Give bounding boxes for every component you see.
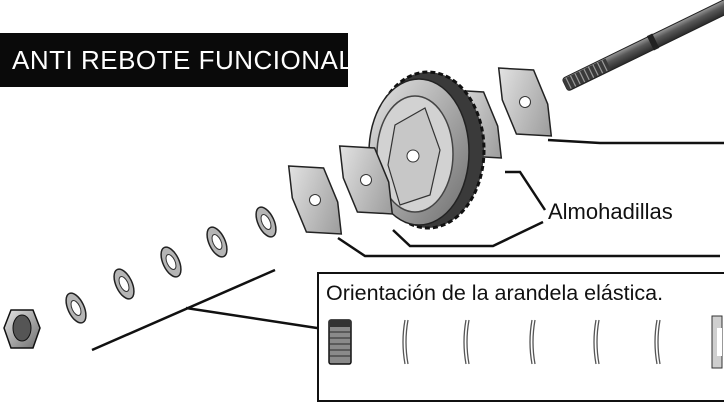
inset-nut-icon: [328, 319, 352, 365]
inset-spring-washer-icon: [529, 319, 536, 365]
inset-pad-edge-icon: [711, 315, 723, 369]
washer-icon: [65, 292, 87, 324]
inset-spring-washer-icon: [402, 319, 409, 365]
washer-orientation-inset: Orientación de la arandela elástica.: [317, 272, 724, 402]
hex-pad-icon: [287, 165, 343, 235]
nut-icon: [3, 309, 41, 349]
inset-illustration: [328, 315, 723, 369]
hex-pad-icon: [338, 145, 394, 215]
shaft-icon: [562, 0, 724, 91]
leader-lines: [91, 138, 724, 352]
pads-callout-label: Almohadillas: [546, 199, 675, 225]
diagram-title: ANTI REBOTE FUNCIONAL: [0, 33, 353, 87]
washer-icon: [255, 206, 277, 238]
inset-title: Orientación de la arandela elástica.: [326, 281, 664, 305]
inset-spring-washer-icon: [463, 319, 470, 365]
washer-icon: [113, 268, 135, 300]
inset-spring-washer-icon: [654, 319, 661, 365]
washer-icon: [160, 246, 182, 278]
hex-pad-icon: [497, 67, 553, 137]
washer-icon: [206, 226, 228, 258]
exploded-assembly-diagram: [3, 0, 724, 352]
inset-spring-washer-icon: [593, 319, 600, 365]
